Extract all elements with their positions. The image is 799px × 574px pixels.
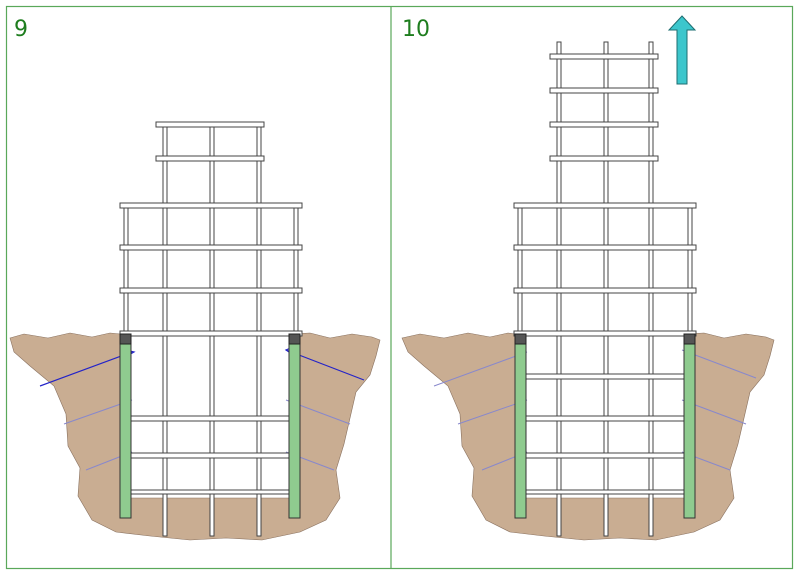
- wall-cap-left: [514, 333, 527, 345]
- soil-mass: [9, 332, 381, 541]
- anchor-active: [39, 351, 133, 387]
- frame-structure: [513, 41, 697, 537]
- outer-border: [5, 5, 794, 570]
- retaining-wall-right: [288, 343, 301, 519]
- wall-cap-right: [288, 333, 301, 345]
- wall-cap-right: [683, 333, 696, 345]
- frame-structure: [119, 121, 303, 537]
- retaining-wall-right: [683, 343, 696, 519]
- retaining-wall-left: [119, 343, 132, 519]
- anchor-released: [433, 351, 528, 387]
- arrow-up-icon: [667, 15, 697, 85]
- step-number: 9: [14, 17, 28, 42]
- step-number: 10: [402, 17, 430, 42]
- wall-cap-left: [119, 333, 132, 345]
- retaining-wall-left: [514, 343, 527, 519]
- panel-step-10: 10: [401, 15, 775, 541]
- panel-step-9: 9: [9, 17, 381, 541]
